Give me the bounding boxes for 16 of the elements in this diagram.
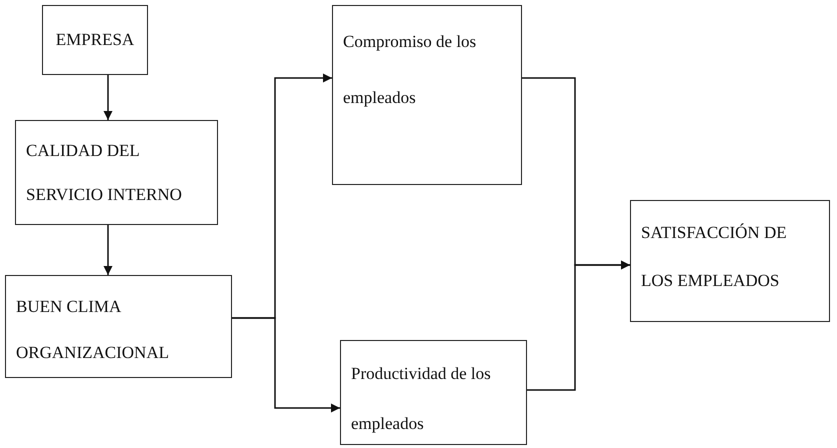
arrow (104, 75, 112, 120)
process-box (15, 120, 218, 225)
process-box (630, 200, 830, 322)
process-box (42, 5, 148, 75)
process-box (340, 340, 527, 445)
box-label: SATISFACCIÓN DE LOS EMPLEADOS (641, 222, 788, 292)
process-box (332, 5, 522, 185)
arrow (104, 225, 112, 275)
box-label: Productividad de los empleados (351, 363, 492, 435)
box-label: BUEN CLIMA ORGANIZACIONAL (16, 296, 170, 364)
box-label: CALIDAD DEL SERVICIO INTERNO (26, 140, 183, 206)
box-label: EMPRESA (56, 29, 134, 51)
arrow (232, 317, 340, 412)
arrow (527, 260, 630, 391)
process-box (5, 275, 232, 378)
box-label: Compromiso de los empleados (343, 31, 478, 109)
